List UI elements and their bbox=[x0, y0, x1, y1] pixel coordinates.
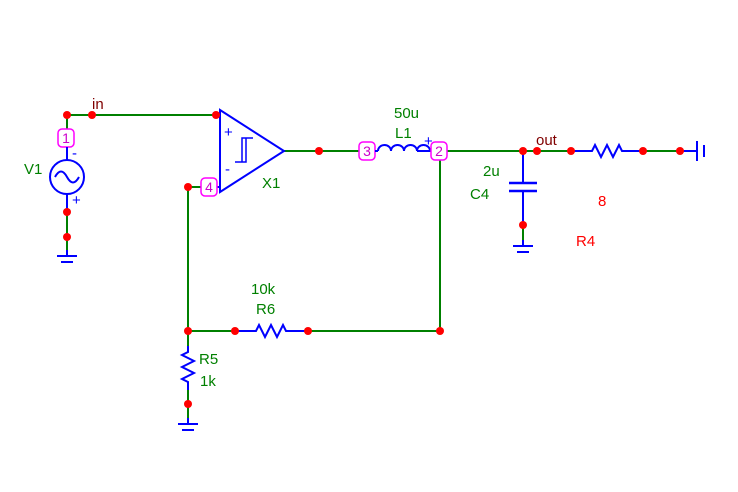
node bbox=[519, 221, 527, 229]
v1-plus-sign: + bbox=[72, 192, 81, 209]
l1-pin-2-label: 2 bbox=[435, 143, 443, 159]
r5-ref-label: R5 bbox=[199, 351, 218, 368]
v1-ref-label: V1 bbox=[24, 161, 42, 178]
x1-pin-4-box bbox=[200, 177, 218, 197]
node bbox=[184, 183, 192, 191]
node bbox=[519, 147, 527, 155]
r6-zigzag bbox=[235, 322, 308, 340]
wire-in-net bbox=[66, 114, 216, 140]
inductor-coil-icon bbox=[377, 144, 431, 152]
wires bbox=[66, 114, 680, 418]
node bbox=[184, 327, 192, 335]
node bbox=[315, 147, 323, 155]
c4-ref-label: C4 bbox=[470, 186, 489, 203]
r5-value-label: 1k bbox=[200, 373, 216, 390]
x1-pin-4-label: 4 bbox=[205, 179, 213, 195]
net-label-out: out bbox=[536, 132, 558, 149]
r4-zigzag bbox=[571, 142, 643, 160]
x1-ref-label: X1 bbox=[262, 175, 280, 192]
l1-pin-2-box bbox=[430, 141, 448, 161]
node bbox=[304, 327, 312, 335]
node bbox=[212, 111, 220, 119]
node bbox=[231, 327, 239, 335]
node bbox=[63, 233, 71, 241]
wire-inv-input bbox=[187, 186, 201, 346]
node bbox=[676, 147, 684, 155]
ground-r5 bbox=[178, 418, 198, 431]
v1-pin-1-label: 1 bbox=[62, 130, 70, 146]
v1-source: 1 - + V1 bbox=[24, 128, 85, 212]
r6-value-label: 10k bbox=[251, 281, 276, 298]
sine-wave-icon bbox=[54, 170, 80, 184]
opamp-plus-sign: + bbox=[224, 124, 233, 141]
node bbox=[567, 147, 575, 155]
node bbox=[88, 111, 96, 119]
nodes bbox=[63, 111, 684, 408]
resistor-r5: R5 1k bbox=[179, 346, 218, 390]
node bbox=[639, 147, 647, 155]
l1-plus-sign: + bbox=[424, 133, 433, 150]
l1-pin-3-label: 3 bbox=[363, 143, 371, 159]
r5-zigzag bbox=[179, 346, 197, 390]
node bbox=[533, 147, 541, 155]
resistor-r6: 10k R6 bbox=[235, 281, 308, 340]
capacitor-c4: 2u C4 bbox=[470, 151, 537, 225]
r6-ref-label: R6 bbox=[256, 301, 275, 318]
r4-value-label: 8 bbox=[598, 193, 606, 210]
r4-ref-label: R4 bbox=[576, 233, 595, 250]
node bbox=[184, 400, 192, 408]
opamp-triangle bbox=[219, 108, 286, 194]
wire-feedback bbox=[308, 160, 441, 332]
opamp-minus-sign: - bbox=[225, 161, 230, 178]
l1-ref-label: L1 bbox=[395, 125, 412, 142]
node bbox=[436, 327, 444, 335]
opamp-x1: + - 4 X1 bbox=[200, 108, 286, 197]
node bbox=[63, 111, 71, 119]
inductor-l1: 3 + 2 50u L1 bbox=[358, 105, 448, 161]
hysteresis-icon bbox=[235, 137, 253, 163]
v1-minus-sign: - bbox=[72, 145, 77, 162]
l1-value-label: 50u bbox=[394, 105, 419, 122]
ground-c4 bbox=[513, 240, 533, 253]
resistor-r4: 8 R4 bbox=[571, 142, 643, 250]
c4-value-label: 2u bbox=[483, 163, 500, 180]
net-label-in: in bbox=[92, 96, 104, 113]
node bbox=[63, 208, 71, 216]
ground-v1 bbox=[57, 250, 77, 263]
